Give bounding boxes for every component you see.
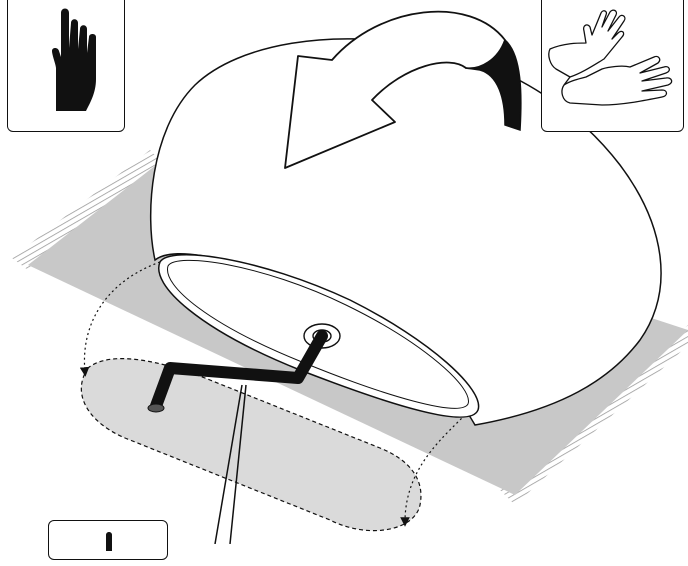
guide-arrow-left xyxy=(79,261,161,377)
callout-lines xyxy=(214,384,247,544)
gloves-panel xyxy=(541,0,684,132)
rotate-arrow-body xyxy=(284,10,506,169)
footprint-outline xyxy=(80,358,422,532)
hand-raised-icon xyxy=(52,8,96,111)
hand-warning-panel xyxy=(7,0,125,132)
hose-end xyxy=(147,403,165,413)
guide-arrow-right xyxy=(400,414,466,527)
hand-raised-icon xyxy=(106,532,112,551)
drain-hose xyxy=(147,330,328,413)
gloves-icon xyxy=(548,9,673,106)
mat-fringe-left xyxy=(12,150,165,270)
hand-warning-panel-bottom xyxy=(48,520,168,560)
installation-diagram xyxy=(12,10,688,544)
rotate-arrow xyxy=(284,10,522,169)
